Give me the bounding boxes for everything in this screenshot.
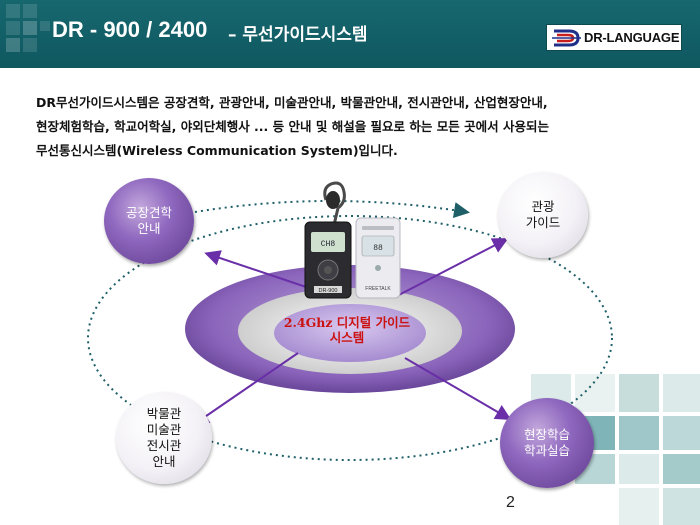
node-factory-tour-label: 공장견학 안내 bbox=[125, 205, 172, 236]
outer-dotted-orbit bbox=[87, 215, 613, 461]
node-factory-tour: 공장견학 안내 bbox=[104, 178, 194, 264]
node-field-study: 현장학습 학과실습 bbox=[500, 398, 594, 488]
center-label-line-2: 시스템 bbox=[329, 330, 365, 345]
header-bar: DR - 900 / 2400 – 무선가이드시스템 DR-LANGUAGE bbox=[0, 0, 700, 68]
node-tour-guide: 관광 가이드 bbox=[498, 172, 588, 258]
intro-paragraph: DR무선가이드시스템은 공장견학, 관광안내, 미술관안내, 박물관안내, 전시… bbox=[36, 91, 676, 163]
device-left-label: DR-900 bbox=[319, 288, 338, 294]
logo-mark-icon bbox=[552, 29, 581, 47]
page-number: 2 bbox=[506, 494, 515, 511]
arrow-tour bbox=[394, 238, 509, 298]
device-right-label: FREETALK bbox=[365, 286, 391, 292]
svg-text:88: 88 bbox=[373, 244, 383, 253]
company-logo: DR-LANGUAGE bbox=[546, 24, 682, 51]
svg-text:CH8: CH8 bbox=[321, 240, 336, 249]
center-label: 2.4Ghz 디지털 가이드 시스템 bbox=[262, 315, 432, 345]
page-subtitle: – 무선가이드시스템 bbox=[228, 25, 368, 45]
device-left: CH8 DR-900 bbox=[304, 181, 352, 299]
device-right: 88 FREETALK bbox=[355, 217, 401, 299]
node-tour-guide-label: 관광 가이드 bbox=[525, 199, 561, 230]
page-title: DR - 900 / 2400 bbox=[52, 17, 208, 42]
logo-text: DR-LANGUAGE bbox=[584, 30, 680, 45]
center-label-line-1: 2.4Ghz 디지털 가이드 bbox=[283, 315, 411, 330]
node-museum-label: 박물관 미술관 전시관 안내 bbox=[146, 406, 182, 469]
intro-line-3: 무선통신시스템(Wireless Communication System)입니… bbox=[36, 143, 398, 158]
intro-line-1: DR무선가이드시스템은 공장견학, 관광안내, 미술관안내, 박물관안내, 전시… bbox=[36, 95, 548, 110]
arrow-museum bbox=[192, 352, 299, 426]
center-ring-inner bbox=[274, 304, 426, 362]
arrow-factory bbox=[204, 250, 316, 291]
node-field-study-label: 현장학습 학과실습 bbox=[523, 427, 570, 458]
node-museum: 박물관 미술관 전시관 안내 bbox=[116, 392, 212, 484]
arrow-field bbox=[404, 357, 512, 421]
intro-line-2: 현장체험학습, 학교어학실, 야외단체행사 ... 등 안내 및 해설을 필요로… bbox=[36, 119, 549, 134]
header-decoration bbox=[0, 0, 70, 68]
